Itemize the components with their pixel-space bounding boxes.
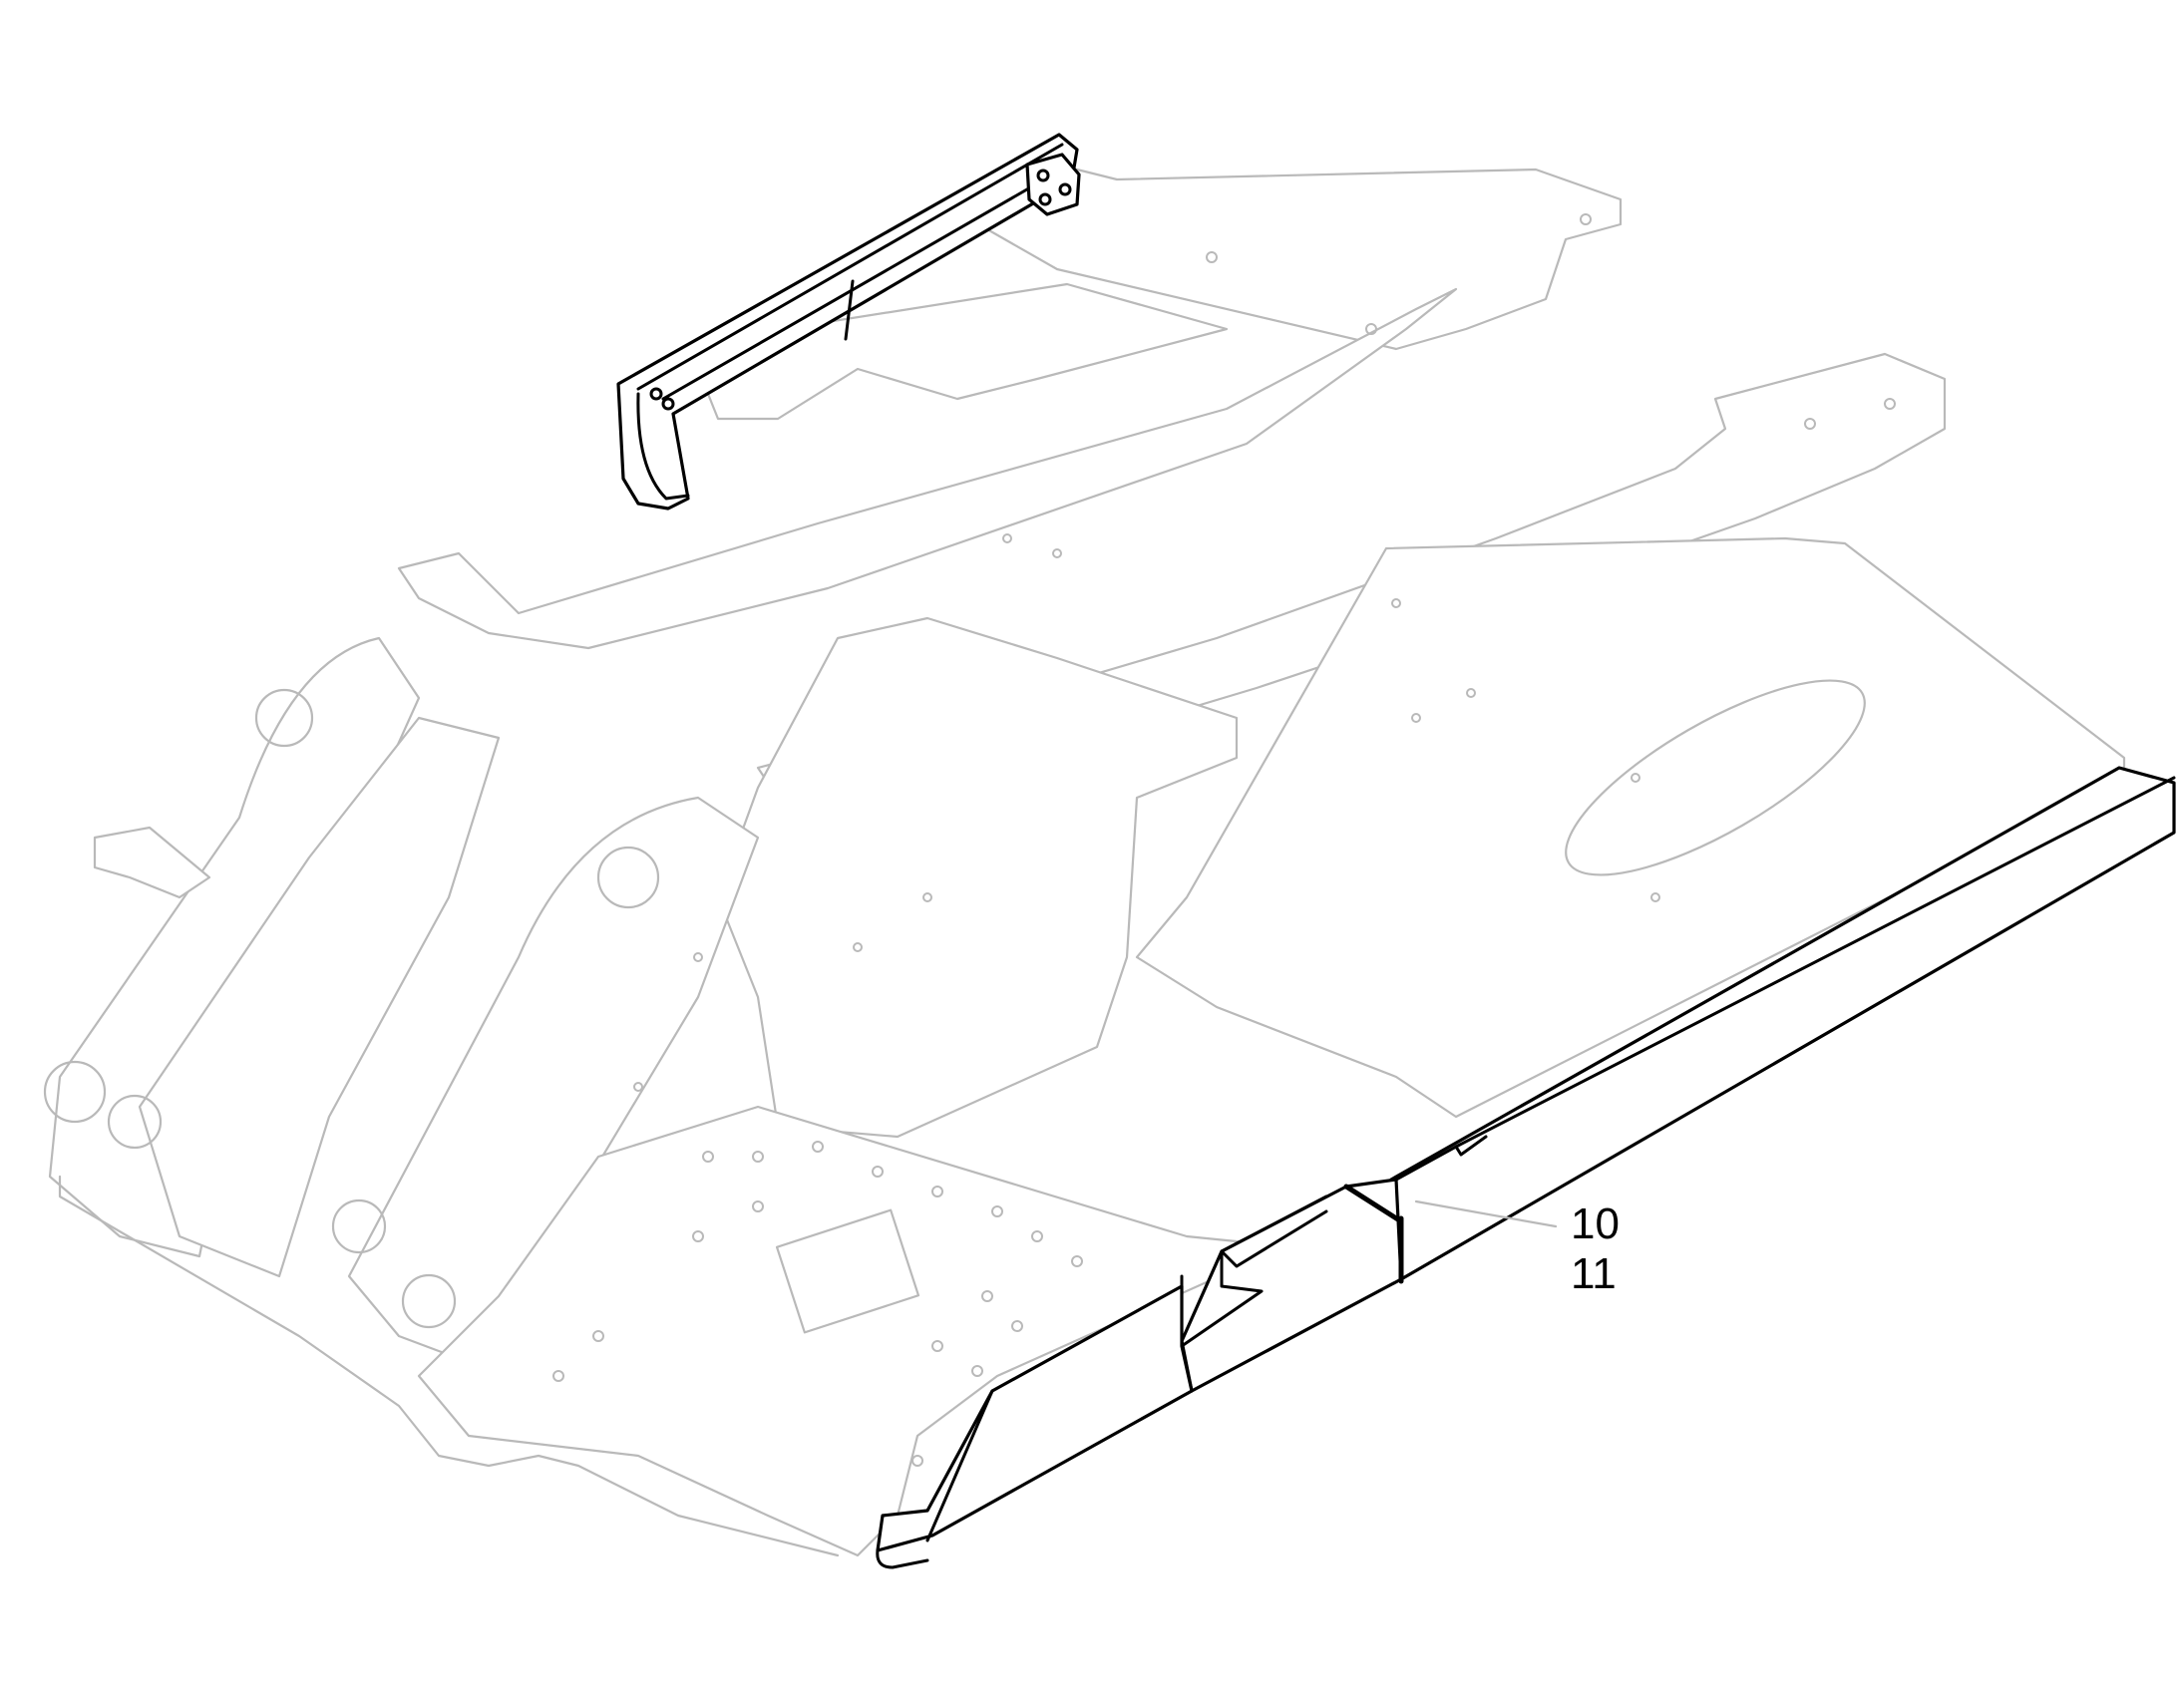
side-cover-front-curl [876,1548,929,1569]
upper-left-beam [397,287,1458,650]
boom-pin-hole-6 [401,1273,457,1329]
callout-leader [1414,1199,1558,1228]
frame-holes [552,213,1896,1467]
front-floor-plate [417,1105,1288,1557]
side-cover-middle-section [1180,1178,1403,1393]
bracket-bolt-3-icon [1058,182,1072,196]
base-plate-outline [58,1175,840,1557]
side-cover-rear-lip [1454,776,2176,1149]
boom-pin-hole-5 [331,1198,387,1254]
rear-cover-part[interactable] [616,133,1081,511]
callout-number-bottom[interactable]: 11 [1571,1249,1617,1298]
floor-cutout [775,1208,920,1334]
side-cover-joint-1 [1343,1184,1404,1224]
rear-cover-bracket [1025,153,1081,216]
center-boom-bracket [347,796,760,1368]
side-cover-front-edge [925,1389,994,1542]
boom-pin-hole-4 [596,846,660,909]
frame-ghost [43,168,2126,1557]
side-cover-notch-lip [1220,1209,1328,1268]
central-body [716,616,1239,1139]
side-cover-part[interactable] [876,766,2176,1569]
rear-top-plate [985,168,1623,351]
rear-cover-edge-1 [636,143,1064,391]
right-deck [1135,536,2126,1119]
rear-cover-edge-2 [661,166,1067,401]
bracket-bolt-1-icon [1036,169,1050,182]
boom-pin-hole-1 [254,688,314,748]
deck-slot [1565,679,1866,876]
front-bolt-2-icon [661,397,675,411]
rear-cover-divider [844,279,855,341]
front-bolt-1-icon [649,387,663,401]
left-boom-bracket-inner [138,716,501,1278]
side-cover-rear-step [1394,1135,1488,1182]
left-stub-beam [93,826,211,899]
callout-number-top[interactable]: 10 [1571,1199,1620,1248]
boom-pin-hole-2 [43,1060,107,1124]
rear-inner-frame [686,282,1229,421]
bracket-bolt-2-icon [1038,192,1052,206]
side-cover-front-section [876,1284,1194,1552]
rear-cover-curl [636,392,690,501]
boom-pin-hole-3 [107,1094,163,1150]
